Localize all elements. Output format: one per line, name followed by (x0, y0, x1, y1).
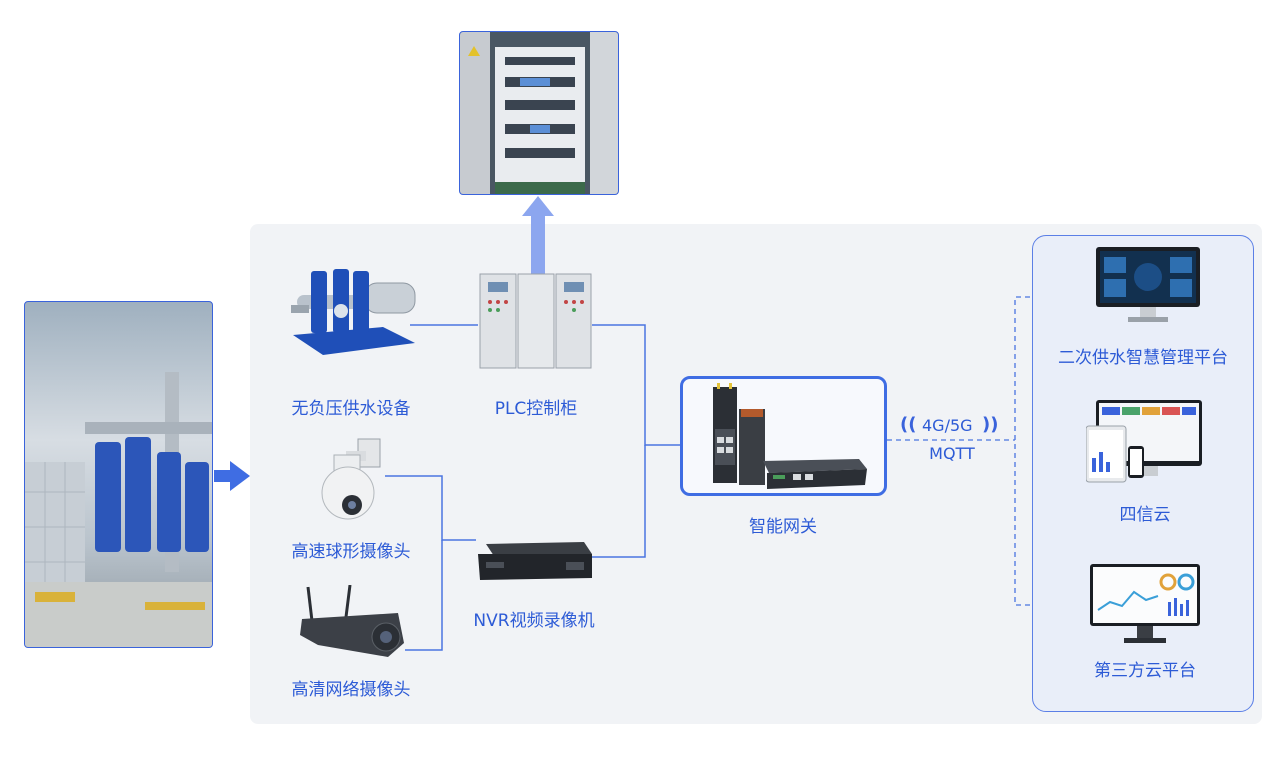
arrow-right-shaft (214, 470, 232, 482)
pump-icon (283, 265, 418, 360)
control-cabinet-photo (459, 31, 619, 195)
label-plc: PLC控制柜 (494, 399, 578, 419)
nvr-icon (476, 540, 594, 584)
monitor-icon (1094, 245, 1202, 327)
label-platform-1: 二次供水智慧管理平台 (1058, 348, 1228, 368)
line-nvr-gateway (592, 445, 646, 558)
monitor-icon-2 (1088, 562, 1202, 646)
line-plc-gateway (592, 324, 680, 446)
plc-cabinet-icon (478, 272, 593, 370)
label-platform-2: 四信云 (1119, 505, 1171, 525)
pump-room-photo (24, 301, 213, 648)
line-dome-nvr (385, 475, 476, 541)
label-dome-camera: 高速球形摄像头 (291, 542, 411, 562)
link-protocol: MQTT (929, 444, 975, 463)
signal-waves-icon-right: )) (982, 414, 999, 435)
line-hd-nvr (405, 540, 443, 651)
arrow-right-icon (230, 461, 250, 491)
label-hd-camera: 高清网络摄像头 (291, 680, 411, 700)
dome-camera-icon (318, 437, 386, 525)
dashed-bracket (1014, 296, 1030, 606)
label-nvr: NVR视频录像机 (473, 611, 595, 631)
signal-waves-icon: (( (900, 414, 917, 435)
multi-device-icon (1086, 398, 1204, 486)
label-platform-3: 第三方云平台 (1094, 661, 1196, 681)
label-gateway: 智能网关 (749, 517, 817, 537)
link-network: 4G/5G (922, 416, 973, 435)
gateway-box[interactable] (680, 376, 887, 496)
bullet-camera-icon (298, 585, 406, 665)
label-pump: 无负压供水设备 (291, 399, 411, 419)
link-network-row: (( 4G/5G )) (900, 414, 1000, 438)
gateway-icon (713, 383, 867, 489)
arrow-up-icon (522, 196, 554, 216)
